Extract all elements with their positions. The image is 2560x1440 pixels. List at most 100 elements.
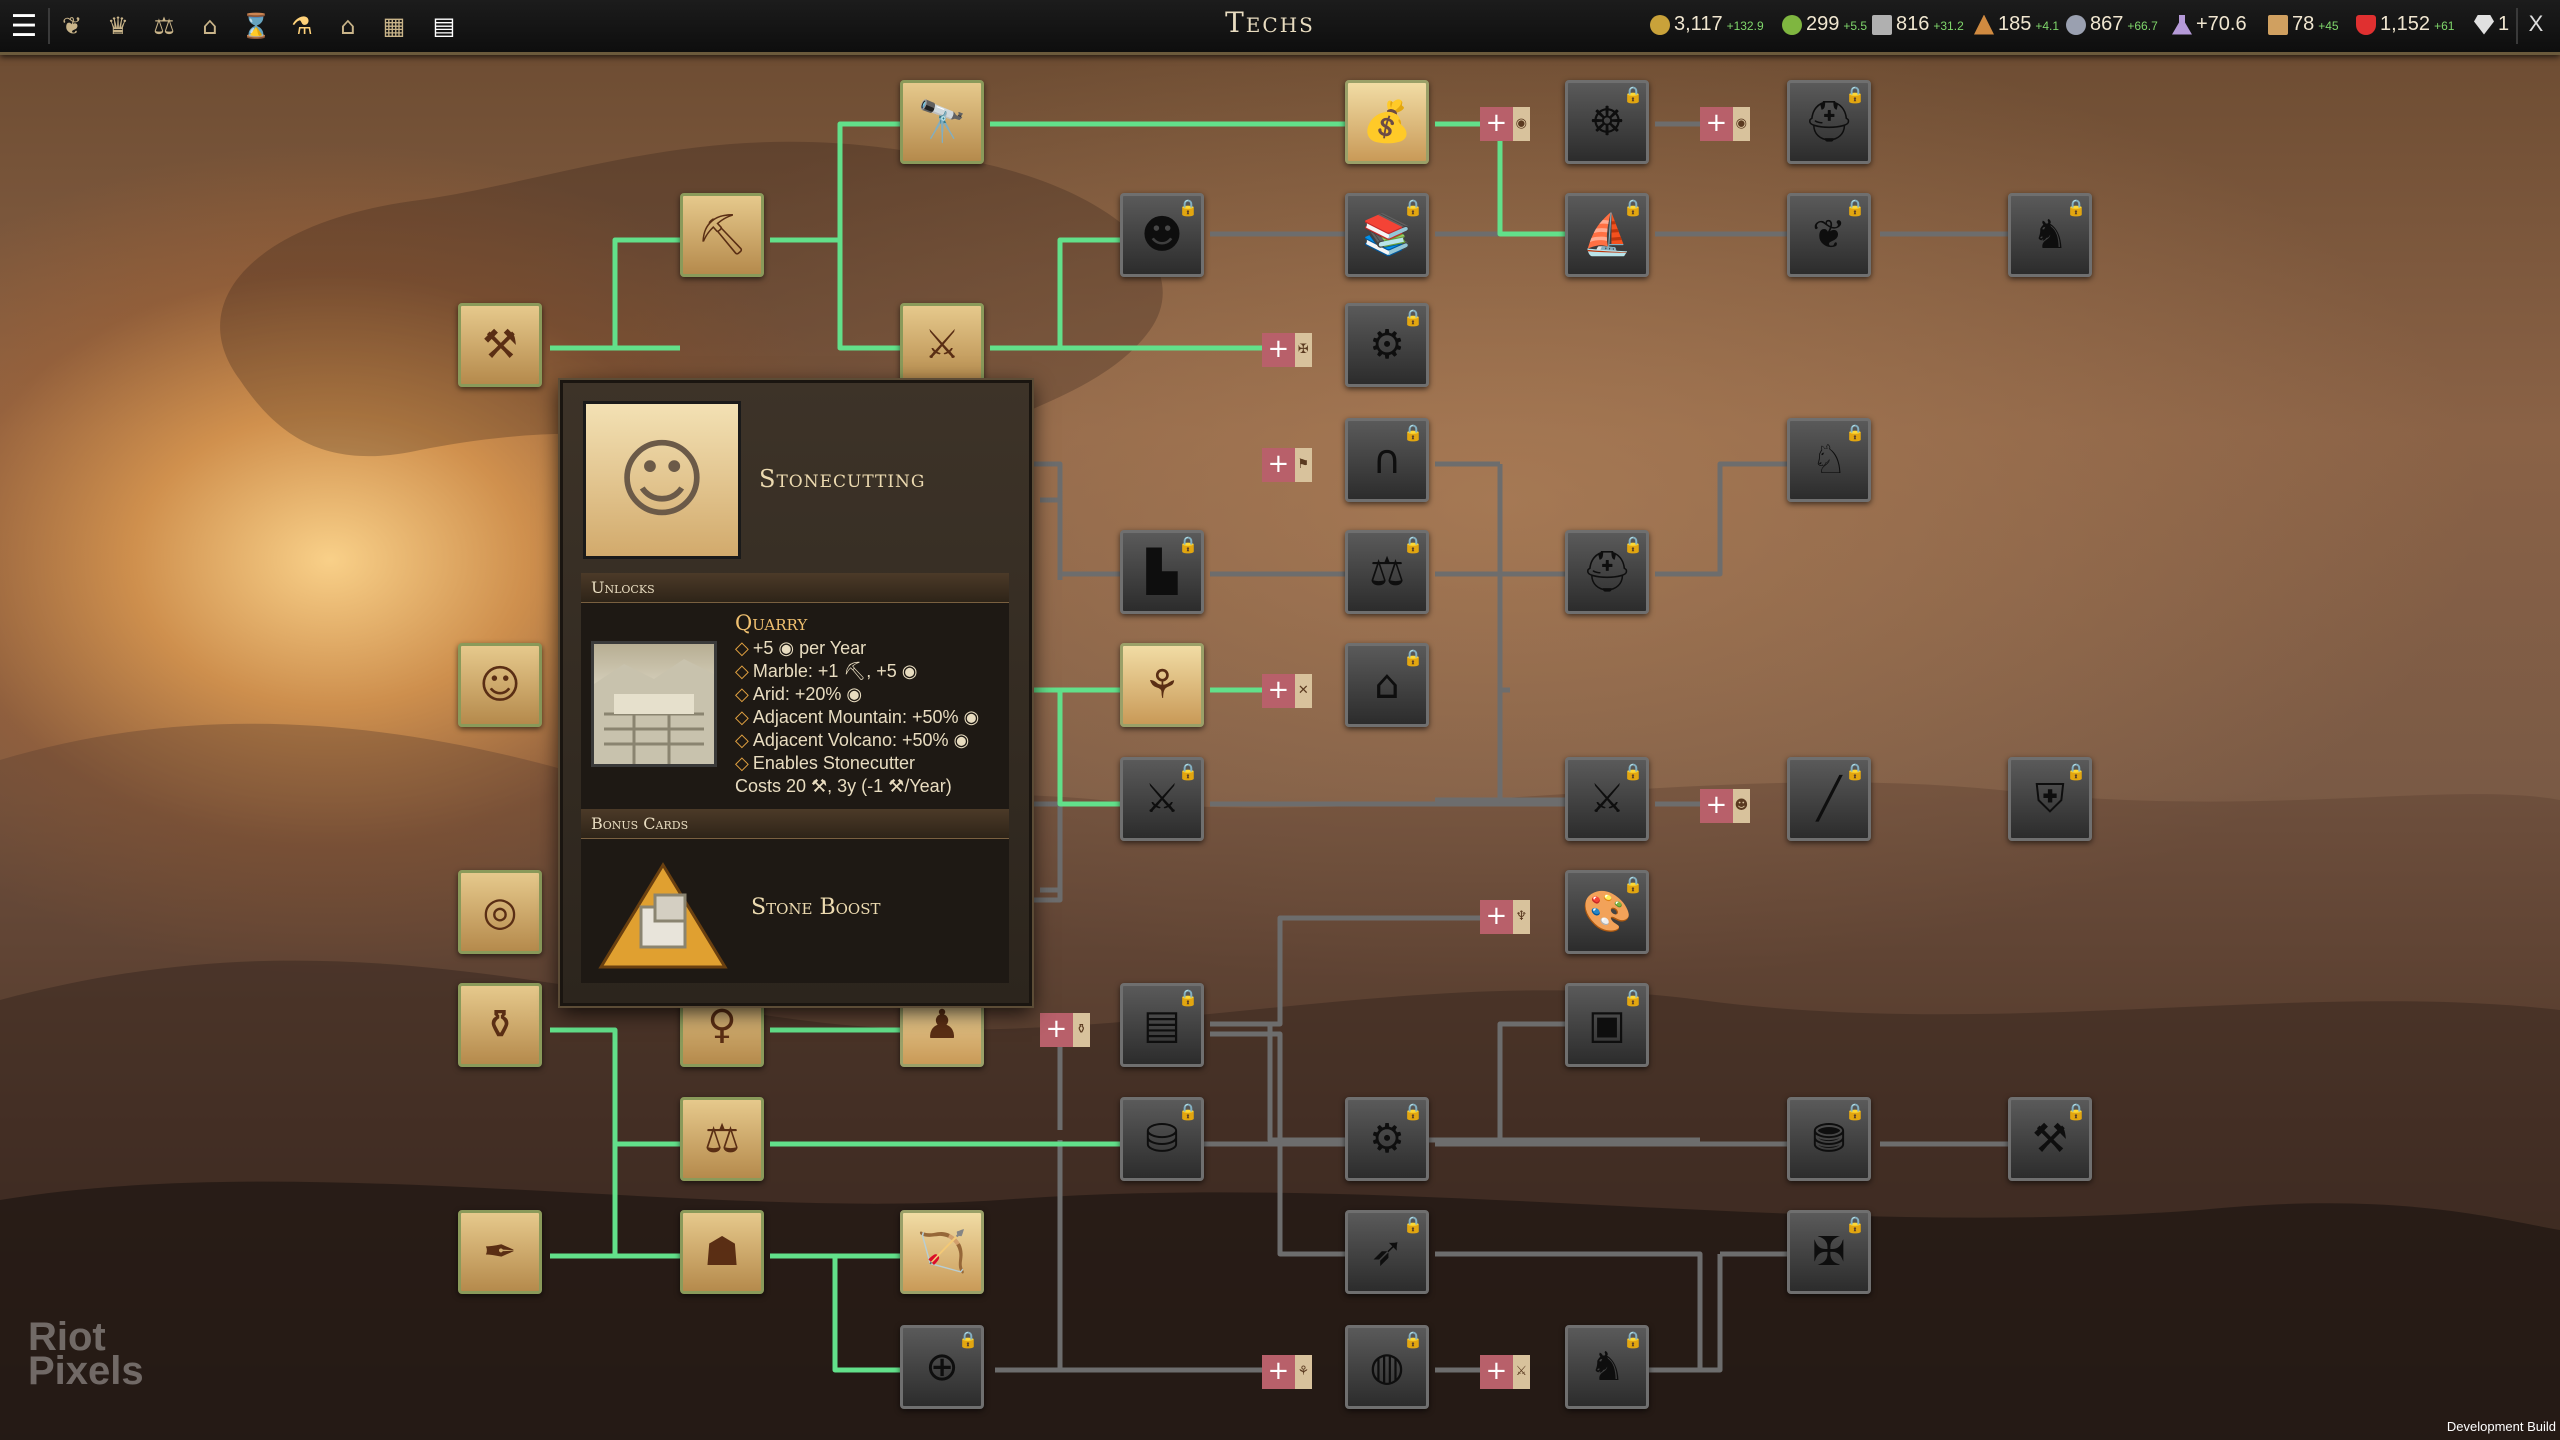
tech-node-gears[interactable]: ⚙🔒 <box>1345 1097 1429 1181</box>
tech-node-helmet[interactable]: ⛑🔒 <box>1787 80 1871 164</box>
crossbow-icon: ✠ <box>1812 1229 1846 1275</box>
temple-icon[interactable]: ⌂ <box>202 12 218 40</box>
resource-gems[interactable]: 1 <box>2474 13 2509 36</box>
bullet-icon: ◇ <box>735 730 749 750</box>
resource-military[interactable]: 816 +31.2 <box>1872 13 1964 36</box>
tech-node-globe[interactable]: ◍🔒 <box>1345 1325 1429 1409</box>
stonecutting-icon: ☺ <box>479 662 521 708</box>
lock-icon: 🔒 <box>1623 875 1643 894</box>
tech-node-eagle[interactable]: ❦🔒 <box>1787 193 1871 277</box>
tech-node-spartan[interactable]: ⛑🔒 <box>1565 530 1649 614</box>
bonus-card-connector[interactable]: +⚱ <box>1040 1013 1090 1047</box>
tech-node-currency[interactable]: 💰 <box>1345 80 1429 164</box>
resource-wood[interactable]: 185 +4.1 <box>1974 13 2059 36</box>
resource-value: 816 <box>1896 13 1930 35</box>
resource-stone[interactable]: 867 +66.7 <box>2066 13 2158 36</box>
tech-node-compass[interactable]: ⊕🔒 <box>900 1325 984 1409</box>
resource-value: +70.6 <box>2196 13 2247 35</box>
coins-icon: ⛃ <box>1812 1116 1846 1162</box>
resource-food[interactable]: 299 +5.5 <box>1782 13 1867 36</box>
tech-node-trap[interactable]: ◎ <box>458 870 542 954</box>
tech-node-coins[interactable]: ⛃🔒 <box>1787 1097 1871 1181</box>
tech-node-hammer[interactable]: ⚒🔒 <box>2008 1097 2092 1181</box>
resource-production[interactable]: 78 +45 <box>2268 13 2339 36</box>
quarry-mountain-bonus: Adjacent Mountain: +50% ◉ <box>752 707 980 727</box>
tech-node-barn[interactable]: ⌂🔒 <box>1345 643 1429 727</box>
axes-icon: ⚔ <box>1144 776 1180 822</box>
tech-node-telescope[interactable]: 🔭 <box>900 80 984 164</box>
spartan-icon: ⛑ <box>1581 549 1633 595</box>
resource-science[interactable]: +70.6 <box>2172 13 2247 36</box>
tech-node-treasury[interactable]: ⛁🔒 <box>1120 1097 1204 1181</box>
tech-node-stonecutting[interactable]: ☺ <box>458 643 542 727</box>
home-icon[interactable]: ⌂ <box>340 12 356 40</box>
bonus-card-connector[interactable]: +⚘ <box>1262 1355 1312 1389</box>
tech-node-chess[interactable]: ♞🔒 <box>1565 1325 1649 1409</box>
bonus-card-connector[interactable]: +✕ <box>1262 674 1312 708</box>
sailing-icon: ⛵ <box>1582 212 1632 258</box>
unlocks-panel: Quarry ◇+5 ◉ per Year ◇Marble: +1 ⛏, +5 … <box>581 603 1009 809</box>
tech-node-palette[interactable]: 🎨🔒 <box>1565 870 1649 954</box>
tech-node-wheel[interactable]: ☸🔒 <box>1565 80 1649 164</box>
tech-node-spears[interactable]: ⚔🔒 <box>1565 757 1649 841</box>
toolbar-divider <box>48 8 50 44</box>
tech-node-longbow[interactable]: ➶🔒 <box>1345 1210 1429 1294</box>
wreath-icon[interactable]: ❦ <box>61 12 83 40</box>
tech-node-pottery[interactable]: ⚱ <box>458 983 542 1067</box>
map-icon[interactable]: ▦ <box>382 12 406 40</box>
bonus-card-connector[interactable]: +◉ <box>1480 107 1530 141</box>
tech-node-library[interactable]: 📚🔒 <box>1345 193 1429 277</box>
scales-icon[interactable]: ⚖ <box>153 12 175 40</box>
telescope-icon: 🔭 <box>917 99 967 145</box>
lock-icon: 🔒 <box>1403 198 1423 217</box>
crown-icon[interactable]: ♛ <box>107 12 129 40</box>
hourglass-icon[interactable]: ⌛ <box>241 12 271 40</box>
lock-icon: 🔒 <box>1403 1330 1423 1349</box>
tech-node-stirrups[interactable]: ∩🔒 <box>1345 418 1429 502</box>
bonus-card-icon: ⚘ <box>1294 1355 1312 1389</box>
tech-node-crossbow[interactable]: ✠🔒 <box>1787 1210 1871 1294</box>
tech-node-press[interactable]: ▤🔒 <box>1120 983 1204 1067</box>
tech-node-law[interactable]: ⚖ <box>680 1097 764 1181</box>
gold-coin-icon <box>1650 14 1670 35</box>
tech-node-masonry[interactable]: ⚖🔒 <box>1345 530 1429 614</box>
resource-gold[interactable]: 3,117 +132.9 <box>1650 13 1764 36</box>
bonus-card-connector[interactable]: +✠ <box>1262 333 1312 367</box>
tech-node-senate[interactable]: ☗ <box>680 1210 764 1294</box>
tech-node-cavalry[interactable]: ♘🔒 <box>1787 418 1871 502</box>
book-icon[interactable]: ▤ <box>432 12 456 40</box>
senate-icon: ☗ <box>704 1229 740 1275</box>
warfare-icon: ⚔ <box>924 322 960 368</box>
bonus-card-connector[interactable]: +◉ <box>1700 107 1750 141</box>
tech-node-sailing[interactable]: ⛵🔒 <box>1565 193 1649 277</box>
tech-node-slaves[interactable]: ☻🔒 <box>1120 193 1204 277</box>
tech-node-tools[interactable]: ⚒ <box>458 303 542 387</box>
bonus-card-connector[interactable]: +⚑ <box>1262 448 1312 482</box>
lock-icon: 🔒 <box>1403 1102 1423 1121</box>
tech-node-shield[interactable]: ⛨🔒 <box>2008 757 2092 841</box>
tech-node-farming[interactable]: ⚘ <box>1120 643 1204 727</box>
bonus-card-icon: ☻ <box>1732 789 1750 823</box>
tech-node-mining[interactable]: ⛏ <box>680 193 764 277</box>
tech-node-anvil[interactable]: ▣🔒 <box>1565 983 1649 1067</box>
bonus-card-connector[interactable]: +♆ <box>1480 900 1530 934</box>
trap-icon: ◎ <box>482 889 518 935</box>
techs-icon[interactable]: ⚗ <box>291 12 313 40</box>
tech-node-fortress[interactable]: ▙🔒 <box>1120 530 1204 614</box>
lock-icon: 🔒 <box>1178 198 1198 217</box>
tech-node-horse-head[interactable]: ♞🔒 <box>2008 193 2092 277</box>
resource-value: 1,152 <box>2380 13 2431 35</box>
page-title: Techs <box>1225 6 1315 39</box>
tech-node-warfare[interactable]: ⚔ <box>900 303 984 387</box>
resource-health[interactable]: 1,152 +61 <box>2356 13 2454 36</box>
main-menu-icon[interactable]: ☰ <box>10 8 38 44</box>
tech-node-archery[interactable]: 🏹 <box>900 1210 984 1294</box>
tech-node-pike[interactable]: ╱🔒 <box>1787 757 1871 841</box>
close-button[interactable]: X <box>2528 11 2544 36</box>
tech-node-pipes[interactable]: ⚙🔒 <box>1345 303 1429 387</box>
bonus-card-connector[interactable]: +☻ <box>1700 789 1750 823</box>
tech-node-axes[interactable]: ⚔🔒 <box>1120 757 1204 841</box>
bonus-card-connector[interactable]: +⚔ <box>1480 1355 1530 1389</box>
tech-node-writing[interactable]: ✒ <box>458 1210 542 1294</box>
bonus-cards-header: Bonus Cards <box>581 809 1009 839</box>
